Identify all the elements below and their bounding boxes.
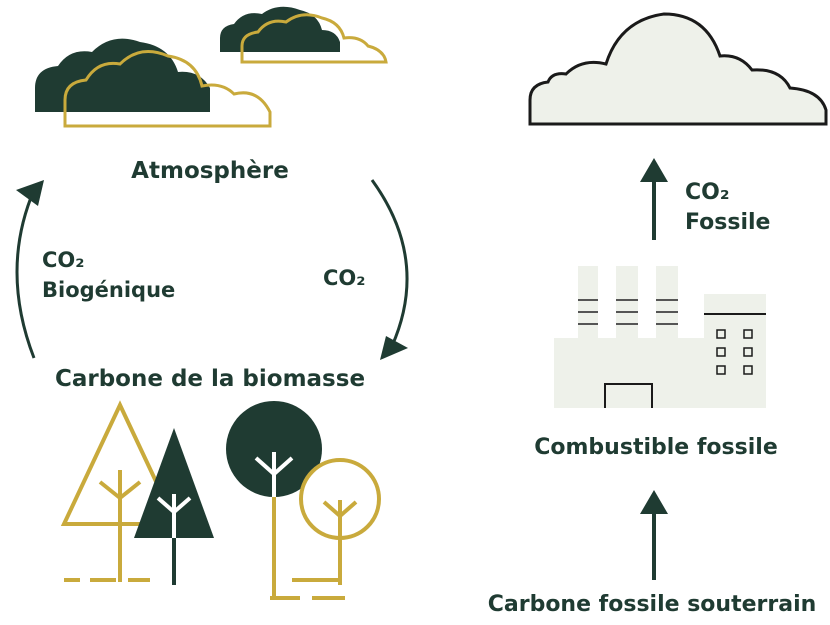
trees xyxy=(60,400,381,600)
arrow-down-curve xyxy=(370,179,409,347)
fossil-label: Fossile xyxy=(685,210,771,235)
atmosphere-label: Atmosphère xyxy=(131,158,289,184)
fossil-fuel-label: Combustible fossile xyxy=(534,435,778,460)
gold-round-tree-icon xyxy=(299,458,381,585)
fossil-cloud-icon xyxy=(528,12,828,126)
arrow-up-head-icon xyxy=(16,180,44,206)
dark-round-tree-icon xyxy=(226,401,322,598)
fossil-arrows xyxy=(640,158,668,580)
gold-pine-tree-icon xyxy=(60,400,180,582)
small-gold-cloud-outline-icon xyxy=(240,13,388,64)
factory-icon xyxy=(554,266,766,408)
gold-cloud-outline-icon xyxy=(63,50,272,128)
atmosphere-clouds xyxy=(35,6,388,128)
underground-fossil-carbon-label: Carbone fossile souterrain xyxy=(487,592,817,617)
co2-fossil-label: CO₂ xyxy=(685,180,730,205)
small-dark-cloud-icon xyxy=(220,6,340,53)
arrow-up-curve xyxy=(15,189,36,359)
fuel-arrow-head-icon xyxy=(640,490,668,514)
dark-pine-tree-icon xyxy=(134,428,214,585)
dark-cloud-icon xyxy=(35,38,210,112)
ground-lines xyxy=(64,578,345,600)
biomass-carbon-label: Carbone de la biomasse xyxy=(54,366,366,392)
arrow-down-head-icon xyxy=(380,336,408,360)
co2-biogenic-label: CO₂ xyxy=(42,248,85,272)
co2-arrow-head-icon xyxy=(640,158,668,182)
co2-down-label: CO₂ xyxy=(323,266,366,290)
biogenic-cycle-arrows xyxy=(15,179,409,360)
biogenic-label: Biogénique xyxy=(42,278,176,302)
